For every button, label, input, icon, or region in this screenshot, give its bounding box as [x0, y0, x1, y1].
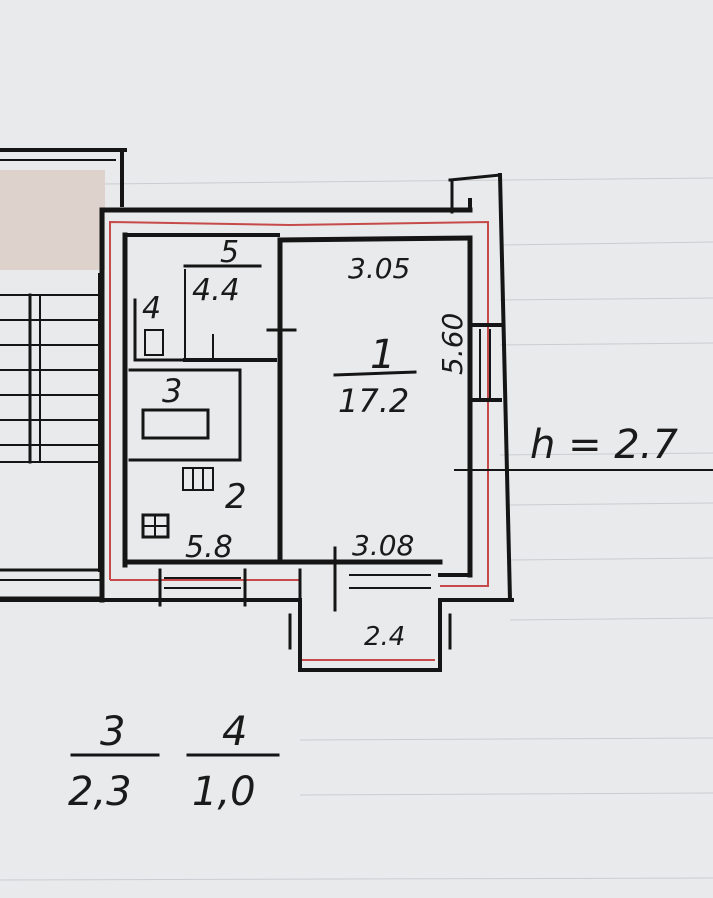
room-4-number: 4 — [142, 291, 161, 326]
summary-room-4-area: 1,0 — [192, 769, 256, 815]
ceiling-height-label: h = 2.7 — [530, 422, 678, 468]
room-3-number: 3 — [162, 372, 182, 410]
room-5-number: 5 — [220, 235, 239, 270]
room-1-length: 5.60 — [436, 313, 469, 375]
interior-walls — [122, 232, 473, 578]
balcony-area: 2.4 — [364, 622, 405, 652]
summary-room-4-number: 4 — [222, 709, 247, 755]
redaction-patch — [0, 170, 105, 270]
room-1-fraction-line — [333, 370, 417, 377]
summary-room-3-area: 2,3 — [68, 769, 132, 815]
balcony — [288, 598, 452, 672]
room-2-number: 2 — [225, 477, 247, 517]
room-1-area: 17.2 — [338, 382, 409, 420]
summary-room-3-number: 3 — [100, 709, 125, 755]
room-1-number: 1 — [370, 332, 395, 378]
room-2-area: 5.8 — [185, 530, 233, 565]
outer-walls — [0, 172, 514, 603]
room-1-width: 3.05 — [348, 252, 410, 285]
apartment-red-outline — [109, 220, 489, 661]
room-1-bottom-width: 3.08 — [352, 529, 414, 562]
paper-background-lines — [0, 177, 713, 881]
windows — [158, 323, 502, 612]
room-5-area: 4.4 — [192, 273, 240, 308]
